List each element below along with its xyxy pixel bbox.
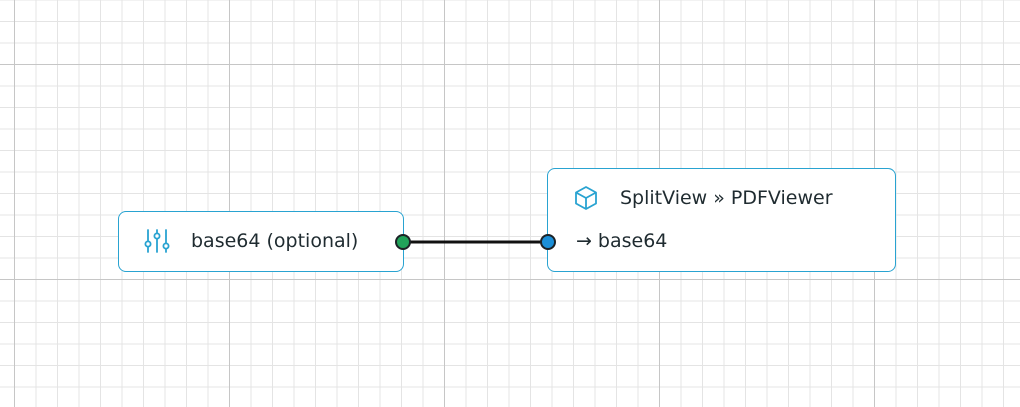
module-input-label: base64 bbox=[597, 230, 668, 252]
parameter-node[interactable]: base64 (optional) bbox=[118, 211, 404, 272]
module-node[interactable]: SplitView » PDFViewer → base64 bbox=[547, 168, 896, 272]
cube-icon bbox=[572, 184, 600, 212]
parameter-node-label: base64 (optional) bbox=[191, 230, 359, 252]
module-node-title: SplitView » PDFViewer bbox=[620, 187, 833, 209]
module-node-header: SplitView » PDFViewer bbox=[572, 181, 833, 215]
input-port[interactable] bbox=[540, 234, 556, 250]
sliders-icon bbox=[143, 227, 171, 255]
module-input-row: → base64 bbox=[576, 224, 667, 258]
output-port[interactable] bbox=[395, 234, 411, 250]
input-arrow: → bbox=[576, 230, 592, 252]
parameter-node-header: base64 (optional) bbox=[143, 212, 358, 270]
